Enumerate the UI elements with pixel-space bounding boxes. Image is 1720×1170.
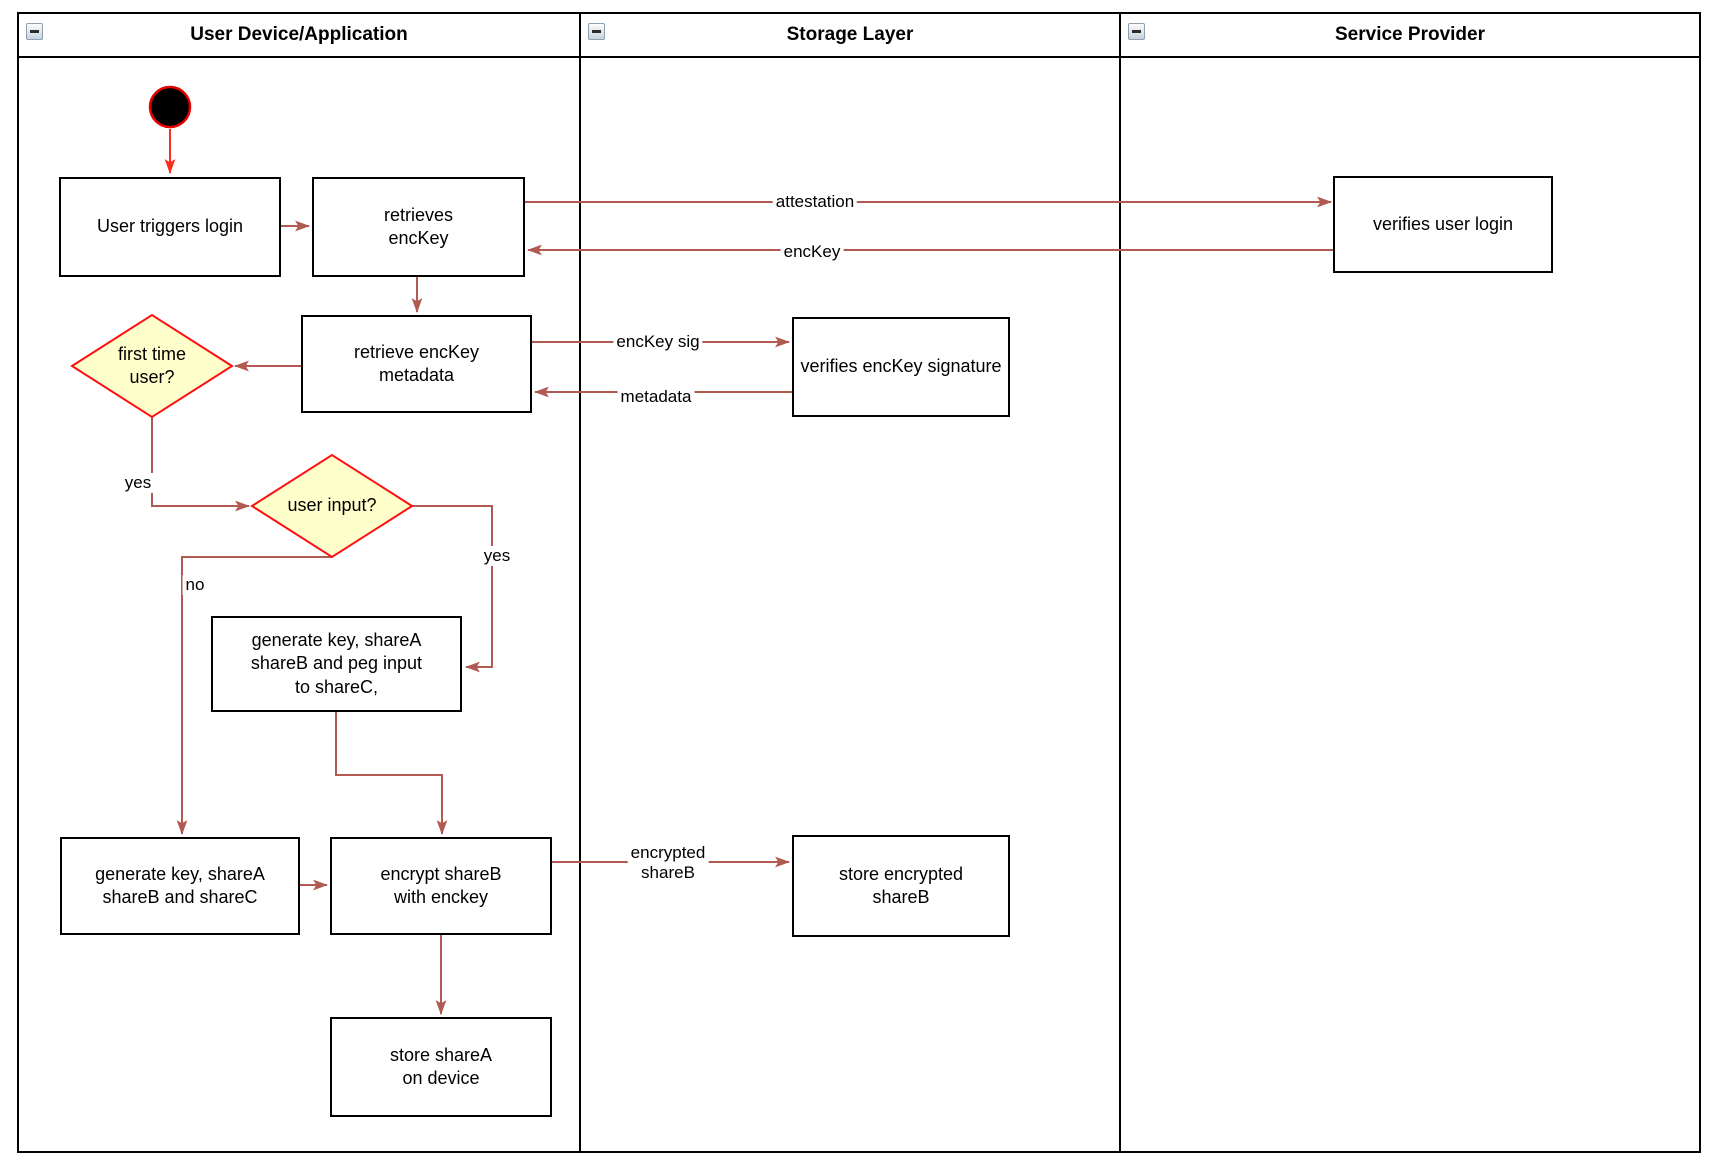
edge-label-yes-first-time: yes (121, 472, 155, 494)
node-generate-key-peg-input: generate key, shareA shareB and peg inpu… (211, 616, 462, 712)
edge-label-no-user-input: no (182, 574, 208, 596)
edge-label-metadata: metadata (617, 386, 695, 408)
collapse-lane-button[interactable] (588, 23, 605, 40)
lane-header-user-device: User Device/Application (18, 13, 580, 57)
collapse-lane-button[interactable] (1128, 23, 1145, 40)
node-store-encrypted-shareb: store encrypted shareB (792, 835, 1010, 937)
node-label: retrieves encKey (383, 204, 454, 248)
edge-label-attestation: attestation (772, 191, 858, 213)
minus-icon (592, 30, 601, 33)
node-label: retrieve encKey metadata (353, 341, 480, 385)
node-retrieve-enckey-metadata: retrieve encKey metadata (301, 315, 532, 413)
lane-header-service-provider: Service Provider (1120, 13, 1700, 57)
node-label: encrypt shareB with enckey (380, 863, 502, 907)
initial-node (148, 85, 192, 129)
edge-label-enckey-sig: encKey sig (613, 331, 703, 353)
decision-user-input (250, 453, 414, 559)
node-label: store shareA on device (389, 1044, 493, 1088)
node-generate-key-sharec: generate key, shareA shareB and shareC (60, 837, 300, 935)
lane-header-storage-layer: Storage Layer (580, 13, 1120, 57)
edge-userinput-no (176, 556, 332, 836)
node-store-sharea-on-device: store shareA on device (330, 1017, 552, 1117)
node-encrypt-shareb: encrypt shareB with enckey (330, 837, 552, 935)
node-user-triggers-login: User triggers login (59, 177, 281, 277)
lane-title: Storage Layer (786, 24, 914, 45)
node-retrieves-enckey: retrieves encKey (312, 177, 525, 277)
edge-label-enckey: encKey (780, 241, 844, 263)
edge-peg-to-encrypt (335, 712, 448, 836)
decision-first-time-user (70, 313, 234, 419)
node-label: store encrypted shareB (838, 863, 964, 907)
collapse-lane-button[interactable] (26, 23, 43, 40)
node-verifies-enckey-signature: verifies encKey signature (792, 317, 1010, 417)
edge-userinput-yes (412, 505, 493, 673)
node-label: User triggers login (96, 216, 244, 237)
pool-border (17, 12, 1701, 1153)
node-label: verifies encKey signature (800, 356, 1002, 377)
edge-firsttime-yes (151, 417, 251, 512)
minus-icon (1132, 30, 1141, 33)
lane-title: User Device/Application (190, 24, 408, 45)
node-label: verifies user login (1372, 213, 1514, 234)
node-verifies-user-login: verifies user login (1333, 176, 1553, 273)
node-label: generate key, shareA shareB and shareC (95, 863, 265, 907)
edge-label-encrypted-shareb: encrypted shareB (627, 842, 709, 884)
minus-icon (30, 30, 39, 33)
edge-label-yes-user-input: yes (480, 545, 514, 567)
lane-title: Service Provider (1335, 24, 1485, 45)
node-label: generate key, shareA shareB and peg inpu… (250, 630, 423, 697)
